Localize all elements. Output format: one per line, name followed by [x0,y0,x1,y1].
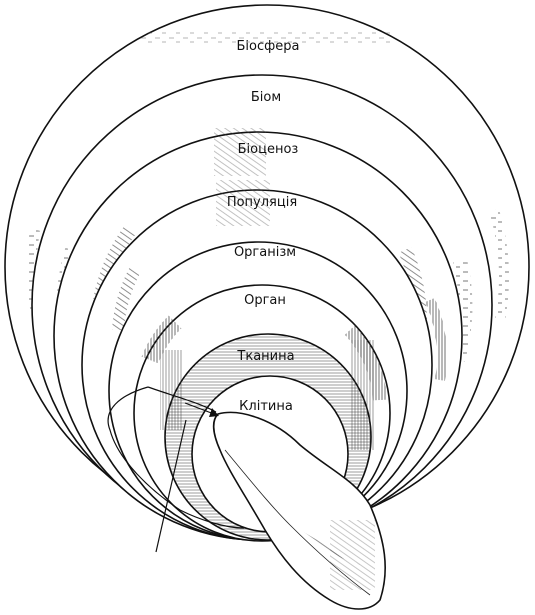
label-biosphere: Біосфера [237,39,300,54]
label-population: Популяція [227,195,297,210]
label-biome: Біом [251,90,281,105]
label-organ: Орган [244,293,286,308]
label-organism: Організм [234,245,296,260]
label-biocenosis: Біоценоз [238,142,299,157]
leaf-back-outline [107,386,245,529]
label-cell: Клітина [239,399,293,414]
leader-line [155,419,187,553]
leaf-shape [212,411,386,610]
label-tissue: Тканина [236,349,294,364]
cell-pointer-arrow [184,402,219,417]
